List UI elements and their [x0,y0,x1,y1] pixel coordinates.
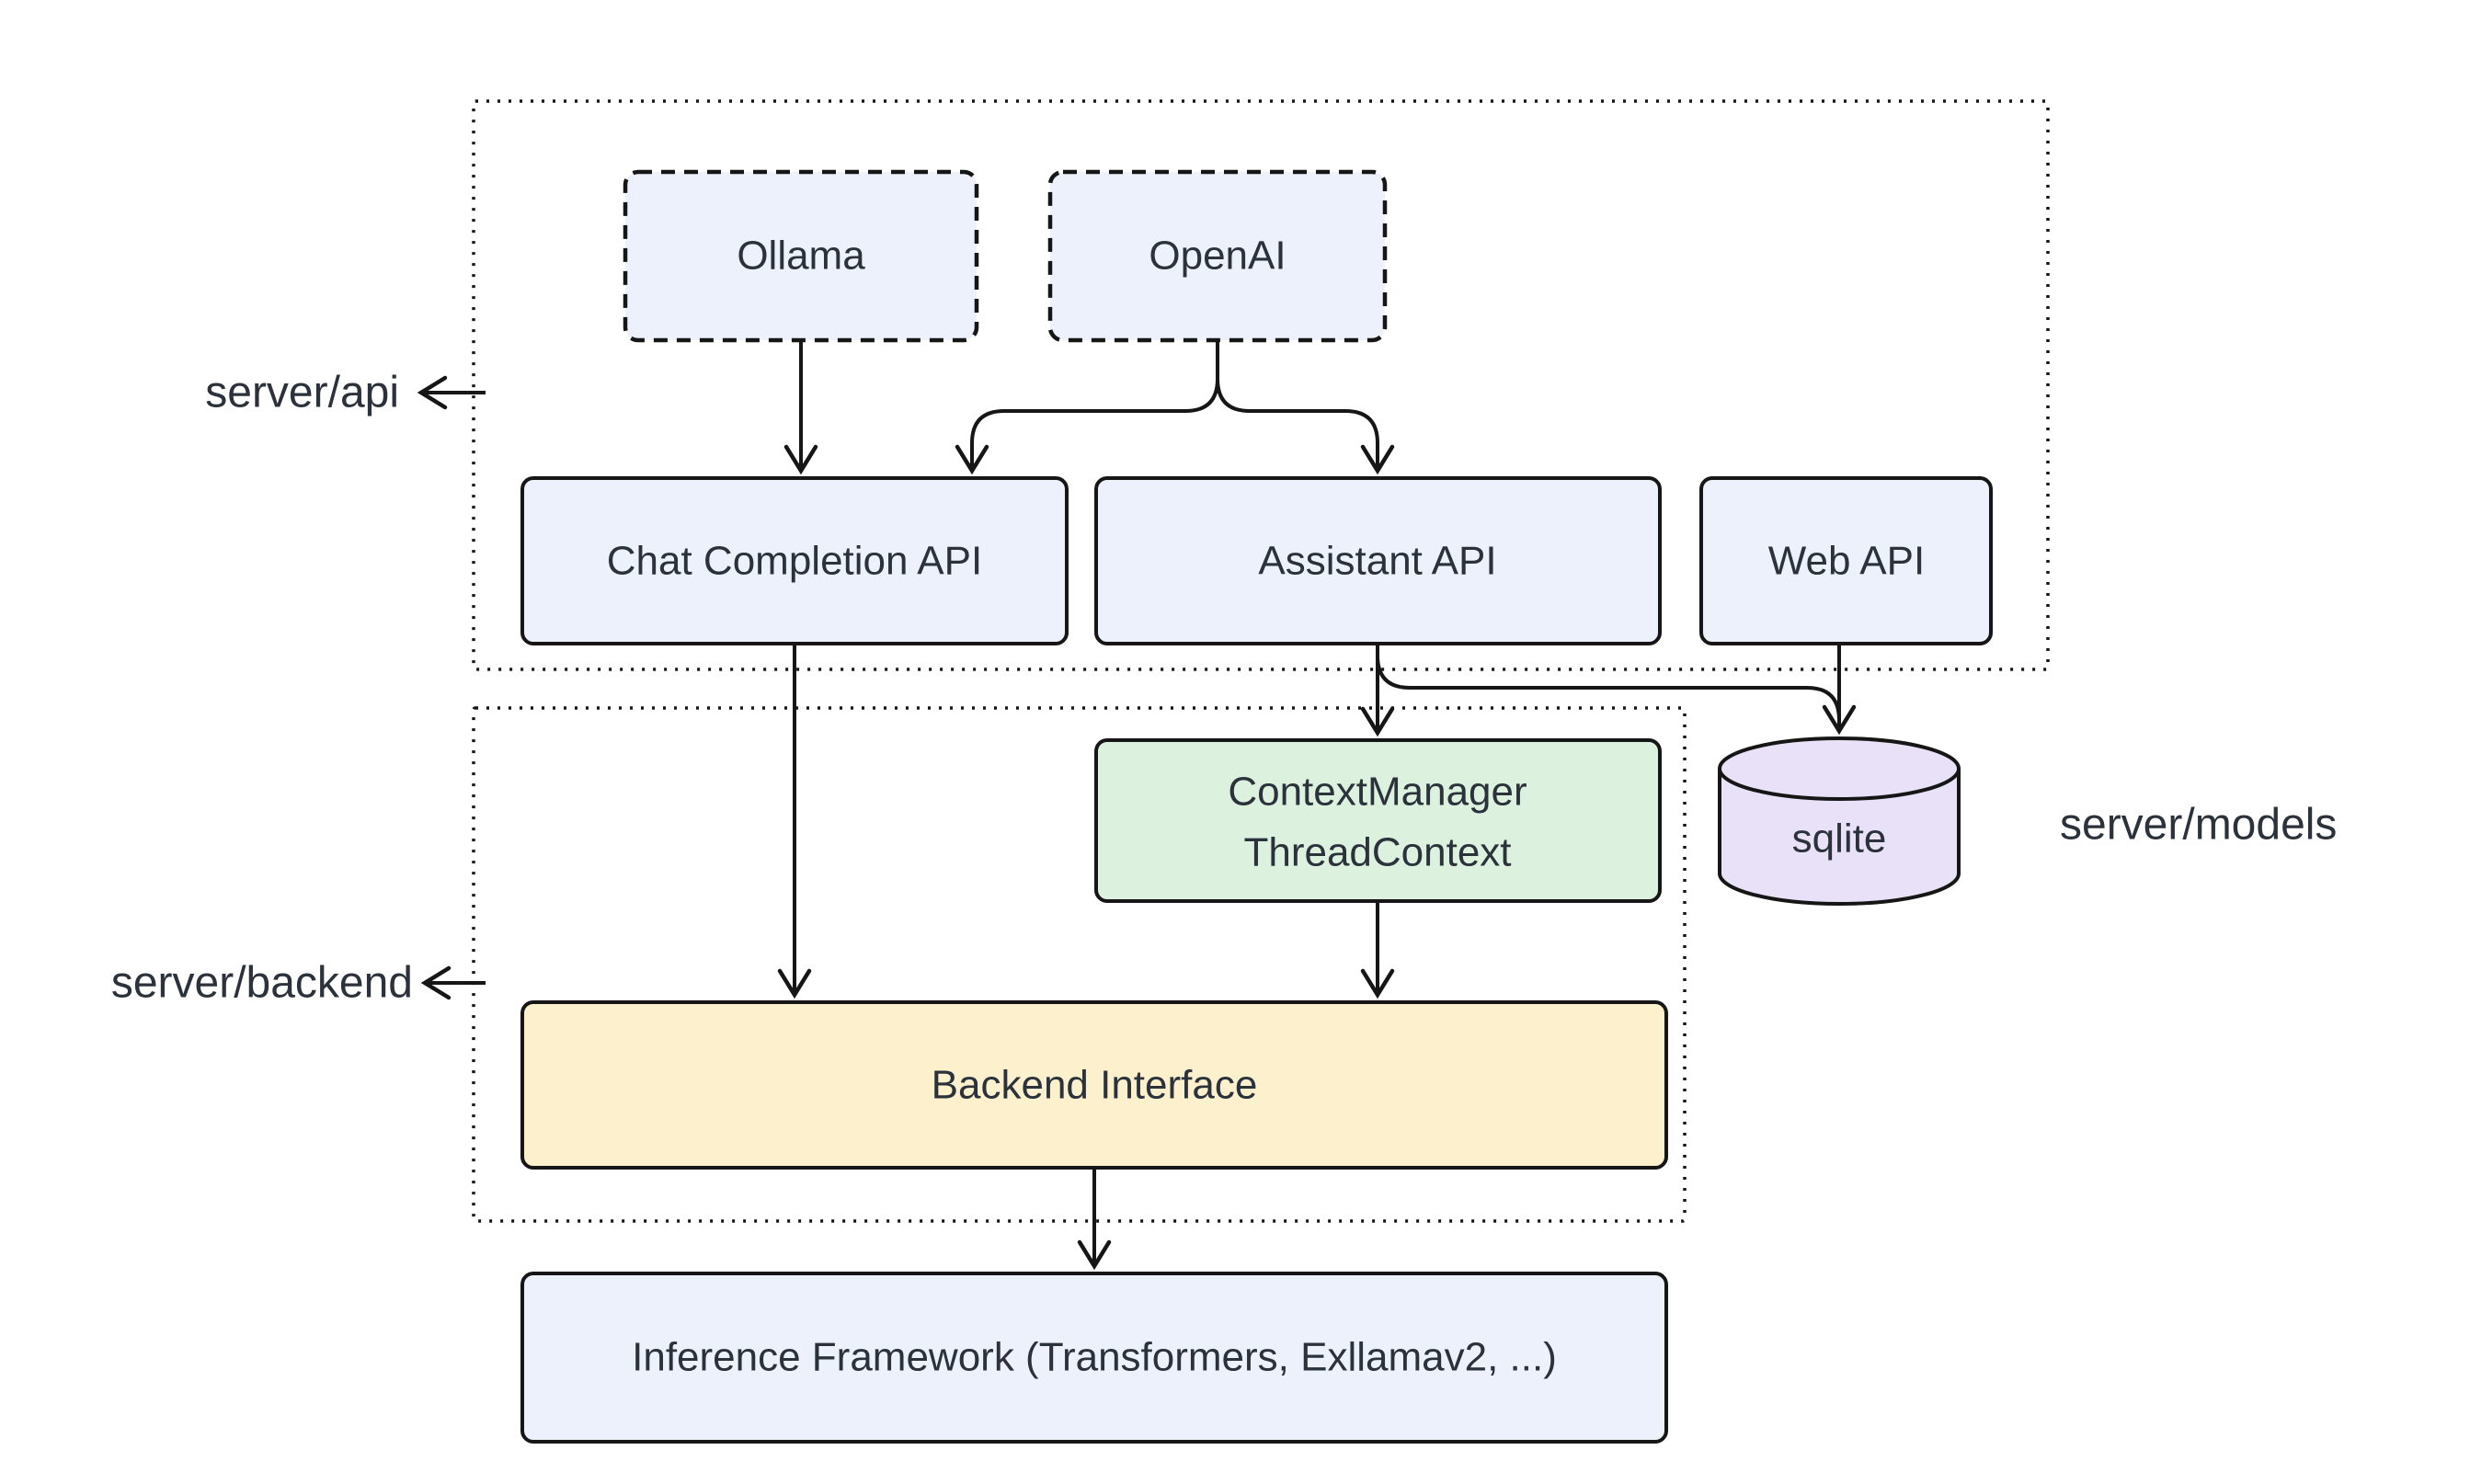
ollama-box [623,169,979,343]
edge-openai-to-assistant-api [1216,340,1395,475]
node-ollama: Ollama [623,169,979,343]
chat-completion-api-label: Chat Completion API [607,539,982,584]
backend-interface-label: Backend Interface [932,1063,1258,1108]
node-inference-framework: Inference Framework (Transformers, Exlla… [520,1272,1668,1444]
backend-interface-box [520,1000,1668,1170]
ollama-label: Ollama [737,234,865,279]
sqlite-label: sqlite [1792,816,1887,862]
node-assistant-api: Assistant API [1094,476,1662,645]
chat-completion-api-box [520,476,1069,645]
label-server-backend: server/backend [111,959,486,1008]
context-manager-box [1094,738,1662,903]
inference-framework-box [520,1272,1668,1444]
sqlite-cylinder-body [1718,769,1961,906]
container-server-api [472,99,2050,671]
edge-openai-to-chat-api [955,340,1219,475]
label-server-api: server/api [205,369,486,417]
node-context-manager: ContextManager ThreadContext [1094,738,1662,903]
sqlite-cylinder-top [1718,736,1961,801]
web-api-box [1699,476,1993,645]
node-backend-interface: Backend Interface [520,1000,1668,1170]
openai-box [1047,169,1388,343]
inference-framework-label: Inference Framework (Transformers, Exlla… [632,1335,1557,1380]
server-api-label-text: server/api [205,369,399,417]
node-openai: OpenAI [1047,169,1388,343]
server-backend-label-text: server/backend [111,959,413,1008]
assistant-api-label: Assistant API [1258,539,1496,584]
context-manager-label-line2: ThreadContext [1243,830,1511,875]
web-api-label: Web API [1768,539,1925,584]
node-chat-completion-api: Chat Completion API [520,476,1069,645]
label-server-models: server/models [2060,801,2337,850]
node-sqlite: sqlite [1718,736,1961,906]
assistant-api-box [1094,476,1662,645]
edge-assistant-api-to-sqlite [1376,644,1841,731]
node-web-api: Web API [1699,476,1993,645]
openai-label: OpenAI [1149,234,1286,279]
context-manager-label-line1: ContextManager [1228,770,1527,815]
